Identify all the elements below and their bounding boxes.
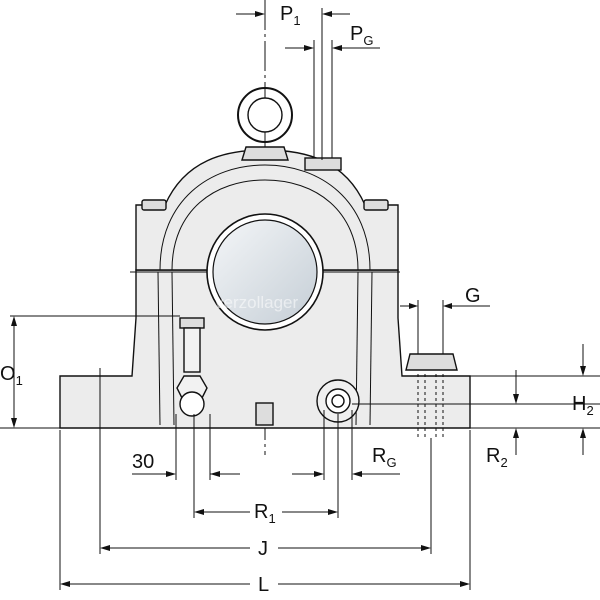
l-arrowhead-left	[60, 581, 70, 587]
r1-arrowhead-left	[194, 509, 204, 515]
l-arrowhead-right	[460, 581, 470, 587]
cap-bolt-right	[363, 199, 389, 211]
pg-arrowhead-left	[304, 45, 314, 51]
locating-pin	[255, 402, 274, 426]
label-rg: RG	[372, 445, 397, 470]
grease-fitting-hex	[179, 391, 205, 417]
j-arrowhead-right	[421, 545, 431, 551]
rg-arrowhead-left	[314, 471, 324, 477]
j-arrowhead-left	[100, 545, 110, 551]
g-arrowhead-right	[443, 303, 452, 309]
eye-bolt-ring	[237, 87, 293, 143]
top-grease-nipple	[304, 157, 342, 171]
watermark: verzollager	[215, 293, 298, 312]
eye-bolt-base	[241, 146, 289, 161]
label-pg: PG	[350, 23, 373, 48]
label-r1: R1	[254, 501, 276, 526]
angle-arrowhead-right	[210, 471, 220, 477]
shaft	[212, 219, 318, 325]
angle-arrowhead	[166, 471, 176, 477]
p1-arrowhead-right	[322, 11, 332, 17]
p1-arrowhead-left	[255, 11, 265, 17]
r1-arrowhead-right	[328, 509, 338, 515]
g-arrowhead-left	[409, 303, 418, 309]
grease-fitting-cap	[179, 317, 205, 329]
o1-arrowhead-top	[11, 316, 17, 326]
cap-bolt-left	[141, 199, 167, 211]
wall-left	[157, 271, 161, 426]
h2-arrowhead-bottom	[580, 428, 586, 438]
pg-arrowhead-right	[332, 45, 342, 51]
drain-plug-core	[331, 394, 345, 408]
label-g: G	[465, 285, 481, 307]
wall-right	[369, 271, 373, 426]
label-p1: P1	[280, 3, 301, 28]
label-h2: H2	[572, 393, 594, 418]
o1-arrowhead-bottom	[11, 418, 17, 428]
wall-left-inner	[171, 271, 175, 426]
cap-arch-outer	[159, 164, 371, 271]
r2-arrowhead-bottom	[513, 428, 519, 438]
label-r2: R2	[486, 445, 508, 470]
label-l: L	[258, 574, 269, 596]
label-j: J	[258, 538, 268, 560]
eye-bolt-hole	[247, 97, 283, 133]
r2-arrowhead-top	[513, 394, 519, 404]
h2-arrowhead-top	[580, 366, 586, 376]
label-angle: 30	[132, 451, 154, 473]
label-o1: O1	[0, 363, 23, 388]
rg-arrowhead-right	[352, 471, 362, 477]
cap-arch-inner	[171, 179, 359, 271]
grease-fitting-stem	[183, 327, 201, 373]
foot-bolt-head	[405, 353, 458, 371]
